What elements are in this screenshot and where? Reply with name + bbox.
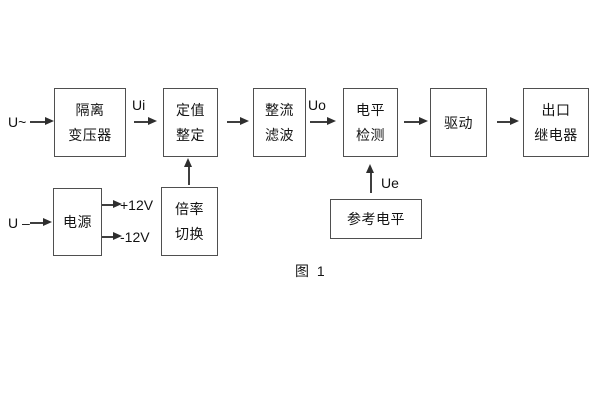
block-label: 切换 — [175, 226, 204, 242]
block-drive: 驱动 — [430, 88, 487, 157]
block-setting-adjust: 定值 整定 — [163, 88, 218, 157]
arrow-minus12v — [102, 233, 122, 240]
label-ui: Ui — [132, 97, 146, 113]
block-isolation-transformer: 隔离 变压器 — [54, 88, 126, 157]
arrow-ac-input — [30, 118, 54, 125]
block-label: 电平 — [356, 102, 385, 118]
arrow-dc-input — [30, 219, 52, 226]
arrow-ui — [134, 118, 157, 125]
label-u-dc: U – — [8, 215, 30, 231]
block-label: 出口 — [541, 102, 571, 118]
label-minus12v: -12V — [120, 229, 150, 245]
arrow-ue — [367, 164, 374, 193]
block-reference-level: 参考电平 — [330, 199, 422, 239]
block-label: 隔离 — [75, 102, 105, 118]
block-label: 参考电平 — [347, 211, 405, 227]
arrow-plus12v — [102, 201, 122, 208]
arrow-drive-to-relay — [497, 118, 519, 125]
block-label: 滤波 — [265, 127, 294, 143]
arrow-level-to-drive — [404, 118, 428, 125]
figure-caption: 图 1 — [295, 263, 327, 279]
label-ue: Ue — [381, 175, 399, 191]
block-label: 电源 — [63, 214, 92, 230]
block-rectifier-filter: 整流 滤波 — [253, 88, 306, 157]
block-label: 继电器 — [534, 127, 578, 143]
block-label: 检测 — [356, 127, 385, 143]
block-label: 定值 — [176, 102, 205, 118]
block-label: 整流 — [265, 102, 294, 118]
label-uo: Uo — [308, 97, 326, 113]
block-ratio-switch: 倍率 切换 — [161, 187, 218, 256]
arrow-setting-to-rectifier — [227, 118, 249, 125]
block-label: 整定 — [176, 127, 205, 143]
label-plus12v: +12V — [120, 197, 154, 213]
block-label: 倍率 — [175, 201, 204, 217]
block-power-supply: 电源 — [53, 188, 102, 256]
block-output-relay: 出口 继电器 — [523, 88, 589, 157]
block-level-detect: 电平 检测 — [343, 88, 398, 157]
block-label: 驱动 — [444, 114, 473, 131]
arrow-uo — [310, 118, 336, 125]
block-label: 变压器 — [68, 127, 112, 143]
label-u-ac: U~ — [8, 114, 27, 130]
arrow-ratio-to-setting — [185, 158, 192, 185]
